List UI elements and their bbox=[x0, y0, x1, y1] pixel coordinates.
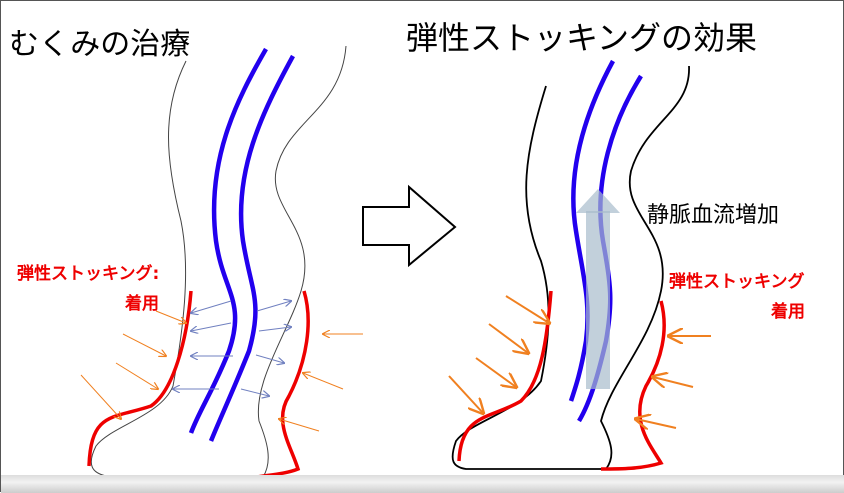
left-stocking-front bbox=[87, 290, 193, 467]
floor bbox=[1, 475, 844, 493]
exchange-arrows bbox=[173, 301, 291, 396]
left-vein bbox=[208, 54, 295, 442]
right-vein bbox=[568, 59, 615, 402]
right-stocking-front bbox=[457, 290, 553, 462]
left-leg bbox=[80, 45, 363, 481]
pressure-arrows bbox=[80, 310, 363, 432]
blood-flow-label: 静脈血流増加 bbox=[647, 203, 780, 228]
left-stocking-label-2: 着用 bbox=[125, 294, 159, 314]
left-title: むくみの治療 bbox=[9, 27, 191, 62]
transition-arrow bbox=[362, 184, 457, 268]
left-stocking-label: 弾性ストッキング: bbox=[17, 264, 160, 284]
left-vein bbox=[188, 47, 268, 434]
right-stocking-label-2: 着用 bbox=[771, 302, 805, 322]
right-stocking-label: 弾性ストッキング bbox=[669, 272, 805, 292]
right-leg bbox=[448, 59, 711, 471]
pressure-arrows bbox=[448, 295, 711, 428]
right-title: 弾性ストッキングの効果 bbox=[406, 19, 758, 57]
blood-flow-arrow bbox=[576, 189, 620, 389]
